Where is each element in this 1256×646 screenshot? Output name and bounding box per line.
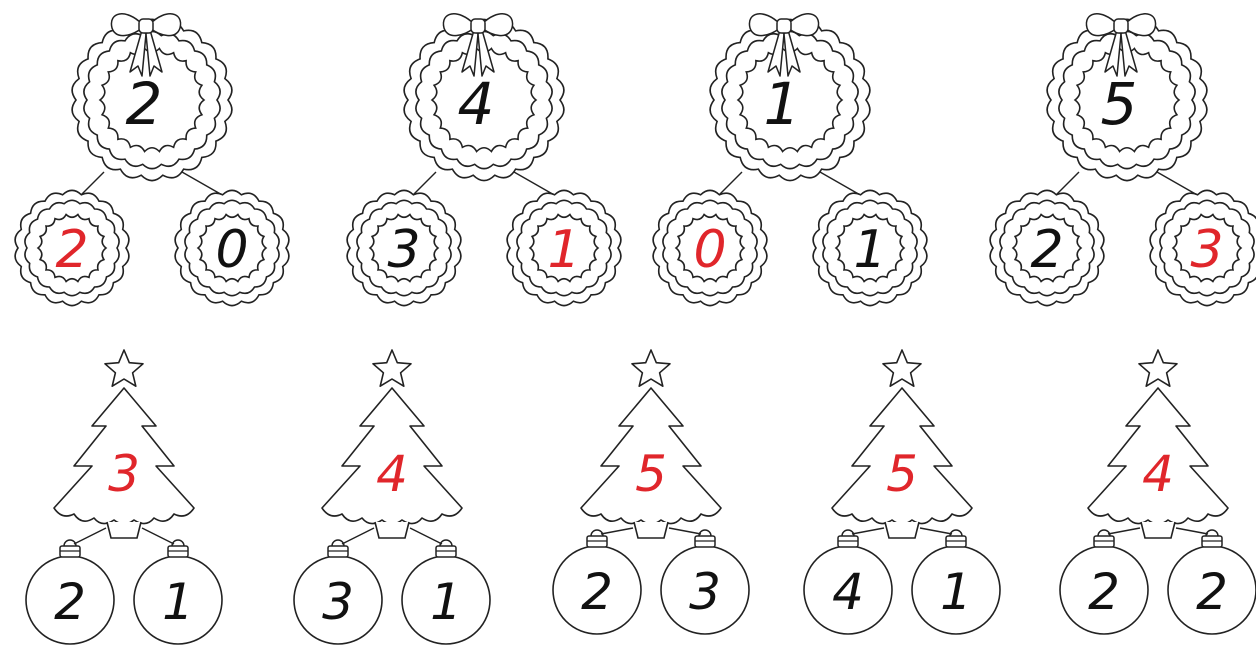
tree-pot [375, 522, 409, 538]
bond-line [920, 528, 952, 534]
star-icon [883, 350, 921, 386]
bond-line [601, 528, 633, 534]
part-number-right: 2 [1196, 563, 1228, 621]
whole-number: 3 [108, 445, 140, 503]
bond-line [514, 172, 556, 196]
bond-line [1157, 172, 1199, 196]
christmas-tree-icon [832, 350, 972, 538]
wreath-bond-2: 4 3 1 [347, 14, 621, 306]
tree-bond-3: 5 2 3 [553, 350, 749, 634]
bond-line [820, 172, 862, 196]
ornament-hook [1098, 530, 1110, 536]
tree-pot [1141, 522, 1175, 538]
tree-bond-4: 5 4 1 [804, 350, 1000, 634]
whole-number: 2 [126, 70, 163, 138]
star-icon [373, 350, 411, 386]
christmas-tree-icon [1088, 350, 1228, 538]
bond-line [74, 528, 106, 544]
bond-line [182, 172, 224, 196]
bond-line [1055, 172, 1079, 196]
part-number-right: 3 [689, 563, 721, 621]
whole-number: 5 [886, 445, 918, 503]
part-number-left: 3 [387, 220, 420, 280]
christmas-tree-icon [54, 350, 194, 538]
whole-number: 5 [635, 445, 667, 503]
ornament-hook [440, 540, 452, 546]
bond-line [718, 172, 742, 196]
tree-pot [634, 522, 668, 538]
part-number-right: 1 [547, 220, 580, 280]
wreath-bond-1: 2 2 0 [15, 14, 289, 306]
part-number-left: 3 [322, 573, 354, 631]
part-number-left: 2 [1088, 563, 1120, 621]
ornament-hook [591, 530, 603, 536]
ornament-hook [1206, 530, 1218, 536]
part-number-left: 2 [54, 573, 86, 631]
part-number-right: 1 [940, 563, 972, 621]
ornament-hook [332, 540, 344, 546]
christmas-tree-icon [581, 350, 721, 538]
tree-pot [885, 522, 919, 538]
bond-line [669, 528, 701, 534]
tree-bond-2: 4 3 1 [294, 350, 490, 644]
part-number-left: 2 [1030, 220, 1063, 280]
whole-number: 5 [1101, 70, 1138, 138]
star-icon [1139, 350, 1177, 386]
bond-line [342, 528, 374, 544]
bond-line [852, 528, 884, 534]
part-number-left: 4 [832, 563, 864, 621]
star-icon [105, 350, 143, 386]
bond-line [1108, 528, 1140, 534]
part-number-right: 0 [215, 220, 248, 280]
bond-line [1176, 528, 1208, 534]
ornament-hook [699, 530, 711, 536]
whole-number: 4 [458, 70, 495, 138]
ornament-hook [842, 530, 854, 536]
ornament-hook [64, 540, 76, 546]
star-icon [632, 350, 670, 386]
ornament-hook [172, 540, 184, 546]
wreath-bond-3: 1 0 1 [653, 14, 927, 306]
tree-bond-5: 4 2 2 [1060, 350, 1256, 634]
ornament-hook [950, 530, 962, 536]
bond-line [142, 528, 174, 544]
part-number-right: 1 [162, 573, 194, 631]
tree-pot [107, 522, 141, 538]
christmas-tree-icon [322, 350, 462, 538]
part-number-left: 2 [581, 563, 613, 621]
part-number-right: 1 [430, 573, 462, 631]
part-number-left: 2 [55, 220, 88, 280]
bond-line [80, 172, 104, 196]
part-number-left: 0 [693, 220, 726, 280]
whole-number: 4 [376, 445, 408, 503]
bond-line [412, 172, 436, 196]
bond-line [410, 528, 442, 544]
part-number-right: 1 [853, 220, 886, 280]
whole-number: 4 [1142, 445, 1174, 503]
whole-number: 1 [764, 70, 801, 138]
wreath-bond-4: 5 2 3 [990, 14, 1256, 306]
part-number-right: 3 [1190, 220, 1223, 280]
tree-bond-1: 3 2 1 [26, 350, 222, 644]
